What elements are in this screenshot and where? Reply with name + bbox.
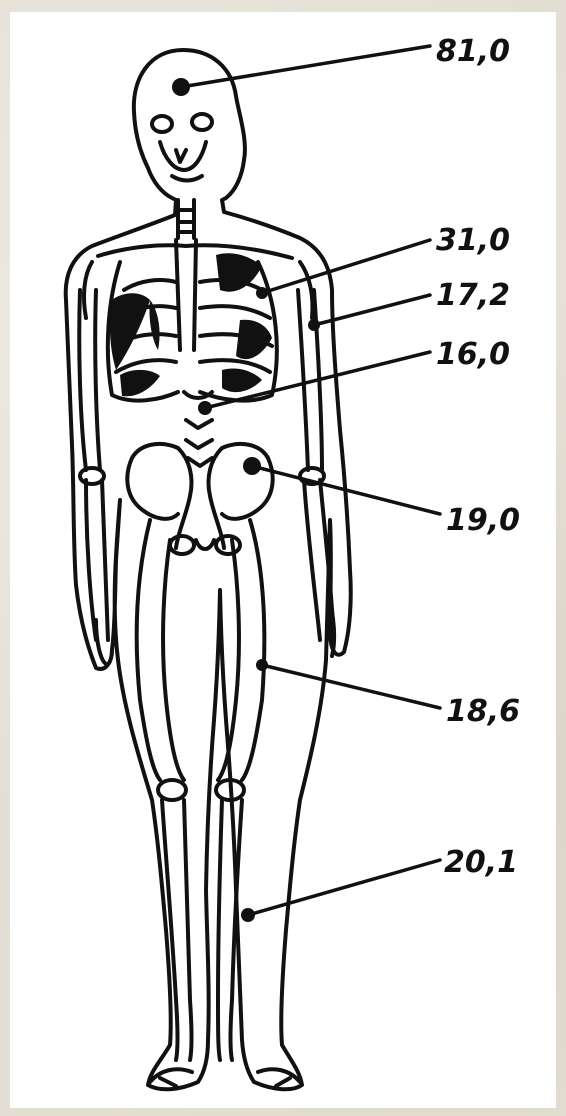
value-label-pelvis: 19,0	[446, 503, 520, 538]
value-label-shin: 20,1	[444, 845, 518, 880]
leader-thigh	[262, 665, 440, 708]
value-label-spine: 16,0	[436, 337, 510, 372]
leader-head	[181, 46, 430, 87]
leader-thorax	[262, 240, 430, 293]
leader-shin	[248, 860, 440, 915]
value-label-thorax: 31,0	[436, 223, 510, 258]
value-label-thigh: 18,6	[446, 694, 520, 729]
value-label-arm: 17,2	[436, 278, 510, 313]
body-outline	[66, 50, 351, 1089]
value-label-head: 81,0	[436, 34, 510, 69]
